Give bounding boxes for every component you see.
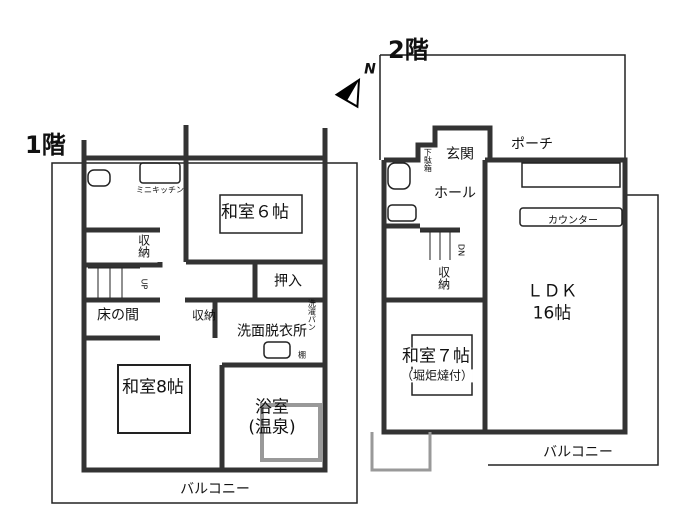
room-washitsu-7-note: （堀炬燵付）	[400, 368, 474, 383]
room-ldk-size: 16帖	[532, 303, 572, 324]
tatami-6	[219, 194, 303, 234]
bathtub	[260, 403, 322, 462]
balcony-1f: バルコニー	[180, 481, 250, 498]
room-washitsu-6: 和室６帖	[221, 202, 289, 223]
washbasin-1f	[263, 341, 291, 359]
washbasin-2f	[387, 204, 417, 222]
mini-kitchen: ミニキッチン	[136, 185, 184, 195]
balcony-outline-1f	[51, 162, 358, 504]
entrance: 玄関	[446, 146, 474, 163]
bathroom-hot-spring: (温泉)	[248, 417, 296, 438]
counter-label: カウンター	[548, 215, 598, 227]
tokonoma: 床の間	[97, 307, 139, 324]
toilet-2f	[387, 162, 411, 190]
counter	[519, 207, 623, 227]
toilet-1f	[87, 169, 111, 187]
floor-1-plan	[51, 125, 358, 504]
shelf: 棚	[298, 350, 306, 360]
balcony-outline-2f	[488, 194, 659, 466]
stairs-down-label: DN	[456, 243, 466, 257]
dressing-room: 洗面脱衣所	[237, 323, 307, 340]
stairs-up-label: UP	[139, 278, 149, 290]
balcony-2f: バルコニー	[543, 444, 613, 461]
compass-label: N	[364, 61, 376, 78]
compass-icon	[334, 77, 361, 109]
bathroom: 浴室	[255, 397, 289, 418]
floor-1-title: 1階	[25, 131, 66, 159]
room-washitsu-7: 和室７帖	[402, 346, 470, 367]
washer-pan: 洗濯パン	[307, 299, 317, 331]
shoe-box: 下駄箱	[423, 148, 433, 172]
hall: ホール	[434, 185, 476, 202]
room-ldk: ＬＤＫ	[526, 281, 578, 302]
floor-2-title: 2階	[388, 36, 429, 64]
storage-1f-b: 収納	[191, 308, 217, 323]
kitchen-counter	[521, 162, 621, 188]
porch: ポーチ	[511, 136, 553, 153]
storage-1f-a: 収納	[136, 234, 151, 258]
tatami-8	[117, 364, 191, 434]
oshiire: 押入	[274, 273, 302, 290]
room-washitsu-8: 和室8帖	[122, 377, 184, 398]
mini-kitchen-sink	[139, 162, 181, 184]
floor-2-plan	[370, 54, 659, 472]
storage-2f: 収納	[436, 266, 451, 290]
